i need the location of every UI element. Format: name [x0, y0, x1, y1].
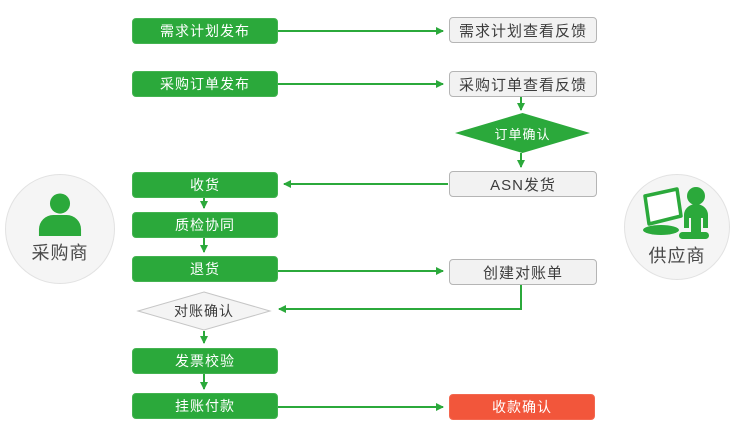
node-return-goods: 退货 — [132, 256, 278, 282]
node-book-payment: 挂账付款 — [132, 393, 278, 419]
person-icon — [38, 193, 82, 237]
statement-confirm-label: 对账确认 — [174, 303, 234, 319]
supplier-actor: 供应商 — [624, 174, 730, 280]
node-po-feedback: 采购订单查看反馈 — [449, 71, 597, 97]
order-confirm-label: 订单确认 — [494, 126, 551, 142]
node-po-publish: 采购订单发布 — [132, 71, 278, 97]
supplier-label: 供应商 — [648, 246, 706, 266]
node-statement-confirm-decision: 对账确认 — [136, 291, 272, 331]
node-receive-goods: 收货 — [132, 172, 278, 198]
node-invoice-check: 发票校验 — [132, 348, 278, 374]
person-laptop-icon — [643, 187, 709, 239]
node-receipt-confirm: 收款确认 — [449, 394, 595, 420]
diamond-shape — [455, 113, 590, 153]
buyer-label: 采购商 — [31, 243, 89, 263]
node-order-confirm-decision: 订单确认 — [455, 113, 590, 153]
diamond-shape — [136, 291, 272, 331]
node-demand-plan-publish: 需求计划发布 — [132, 18, 278, 44]
node-quality-collab: 质检协同 — [132, 212, 278, 238]
node-asn-ship: ASN发货 — [449, 171, 597, 197]
buyer-actor: 采购商 — [5, 174, 115, 284]
node-demand-plan-feedback: 需求计划查看反馈 — [449, 17, 597, 43]
node-create-statement: 创建对账单 — [449, 259, 597, 285]
